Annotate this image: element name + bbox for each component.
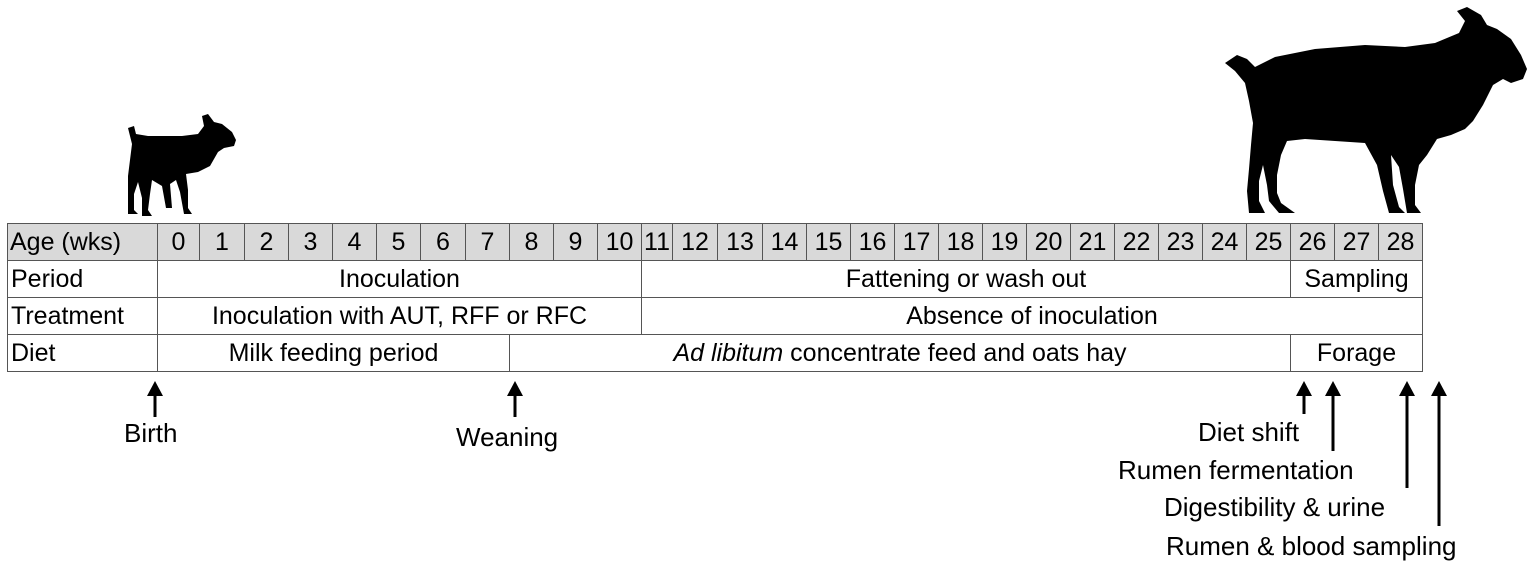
- week-cell: 26: [1290, 223, 1335, 261]
- week-cell: 27: [1334, 223, 1379, 261]
- week-cell: 28: [1378, 223, 1423, 261]
- week-cell: 1: [199, 223, 245, 261]
- week-cell: 4: [332, 223, 377, 261]
- treatment-segment: Absence of inoculation: [641, 297, 1423, 335]
- diet-shift-label: Diet shift: [1198, 417, 1300, 447]
- week-cell: 5: [376, 223, 421, 261]
- week-cell: 15: [806, 223, 851, 261]
- diet-segment: Milk feeding period: [157, 334, 510, 372]
- week-cell: 0: [157, 223, 200, 261]
- week-cell: 19: [982, 223, 1027, 261]
- week-cell: 20: [1026, 223, 1071, 261]
- rumen-blood-sampling-arrow-icon: [1431, 381, 1447, 526]
- week-cell: 8: [509, 223, 554, 261]
- week-cell: 11: [641, 223, 673, 261]
- weaning-arrow-icon: [507, 381, 523, 417]
- week-cell: 13: [717, 223, 763, 261]
- diet-segment-italic: Ad libitum: [673, 339, 784, 367]
- period-segment: Sampling: [1290, 260, 1423, 298]
- week-cell: 12: [672, 223, 718, 261]
- week-cell: 22: [1114, 223, 1159, 261]
- treatment-row-label: Treatment: [7, 297, 158, 335]
- rumen-fermentation-arrow-icon: [1325, 381, 1341, 451]
- age-row-label: Age (wks): [7, 223, 158, 261]
- diet-shift-arrow-icon: [1296, 381, 1312, 414]
- diet-segment: Forage: [1290, 334, 1423, 372]
- birth-label: Birth: [124, 418, 178, 448]
- birth-arrow-icon: [147, 381, 163, 417]
- week-cell: 16: [850, 223, 895, 261]
- week-cell: 10: [597, 223, 642, 261]
- treatment-segment: Inoculation with AUT, RFF or RFC: [157, 297, 642, 335]
- week-cell: 21: [1070, 223, 1115, 261]
- diet-segment-text: concentrate feed and oats hay: [783, 339, 1127, 367]
- week-cell: 18: [938, 223, 983, 261]
- week-cell: 17: [894, 223, 939, 261]
- goat-kid-silhouette-icon: [128, 114, 236, 216]
- week-cell: 3: [288, 223, 333, 261]
- period-segment: Inoculation: [157, 260, 642, 298]
- period-segment: Fattening or wash out: [641, 260, 1291, 298]
- rumen-blood-sampling-label: Rumen & blood sampling: [1166, 531, 1457, 561]
- week-cell: 24: [1202, 223, 1247, 261]
- rumen-fermentation-label: Rumen fermentation: [1118, 455, 1354, 485]
- week-cell: 23: [1158, 223, 1203, 261]
- digestibility-urine-label: Digestibility & urine: [1164, 492, 1386, 522]
- week-cell: 7: [465, 223, 510, 261]
- diet-segment: Ad libitum concentrate feed and oats hay: [509, 334, 1291, 372]
- digestibility-urine-arrow-icon: [1399, 381, 1415, 488]
- adult-goat-silhouette-icon: [1225, 7, 1527, 213]
- diet-row-label: Diet: [7, 334, 158, 372]
- week-cell: 9: [553, 223, 598, 261]
- weaning-label: Weaning: [456, 422, 559, 452]
- week-cell: 2: [244, 223, 289, 261]
